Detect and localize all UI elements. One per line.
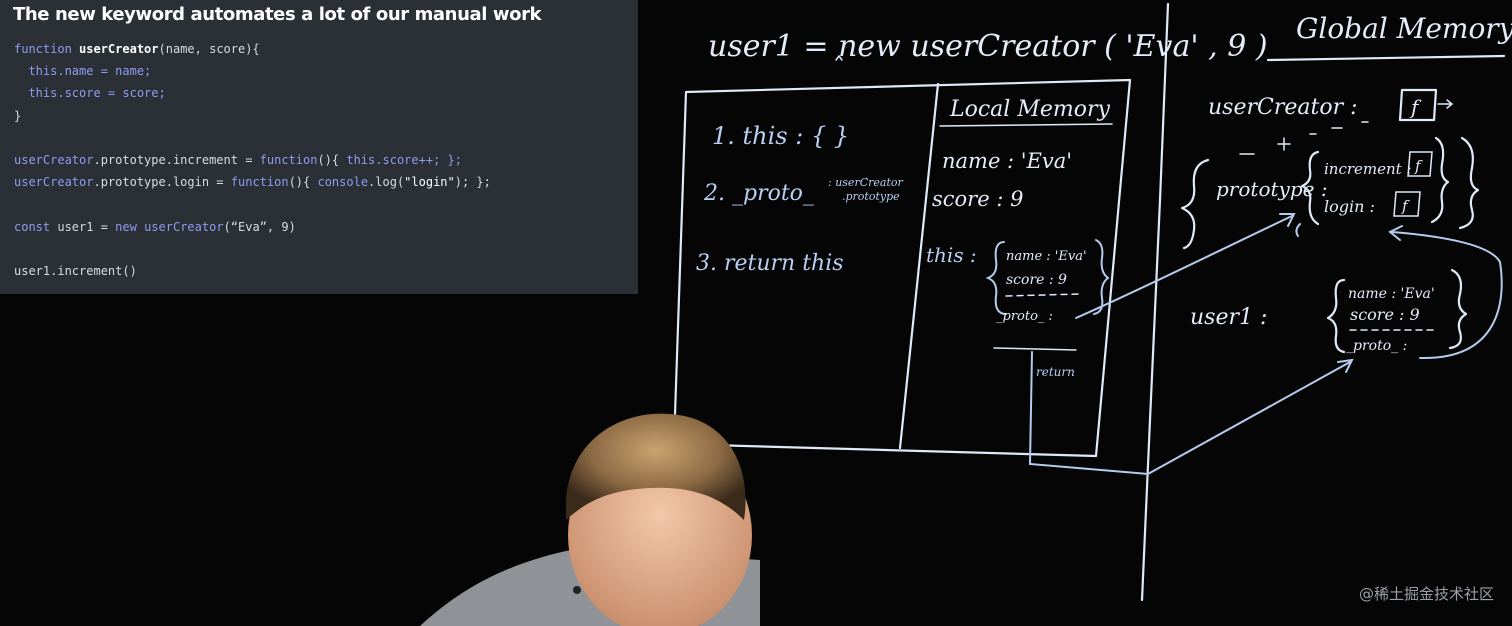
code-token: } [14,108,22,123]
object-dash [1005,293,1081,297]
login-f: f [1401,197,1410,215]
user1-left-brace [1326,278,1346,354]
object-score: score : 9 [1006,272,1067,288]
code-token: .prototype.increment = [93,153,260,168]
local-name: name : 'Eva' [942,149,1072,173]
code-token: userCreator [14,175,94,190]
step-2-note-2: .prototype [842,190,900,203]
step-2: 2. _proto_ [703,181,814,206]
user1-proto-arrowhead [1388,225,1403,241]
prototype-inner-left-brace [1300,150,1320,226]
user1-name: name : 'Eva' [1348,286,1435,302]
local-underline [939,123,1113,127]
object-proto: _proto_ : [996,309,1053,324]
prototype-outer-left-brace [1180,158,1210,250]
global-user1: user1 : [1190,305,1267,330]
code-token: (name, score){ [158,42,260,56]
step-3: 3. return this [696,251,844,276]
prototype-inner-right-brace [1430,136,1450,224]
proto-arrowhead [1279,213,1296,227]
code-token: .score = score; [57,86,166,101]
code-token: "login" [404,175,455,190]
execution-context-box [672,78,1132,458]
usercreator-arrow [1437,99,1454,109]
return-arrow [1028,351,1351,476]
return-line [993,347,1077,351]
global-usercreator: userCreator : [1208,95,1358,120]
code-token: user1 = [50,219,116,234]
code-token: userCreator [14,153,94,168]
code-token: this [346,153,376,168]
slide-title: The new keyword automates a lot of our m… [13,4,542,25]
call-line: user1 = new userCreator ( 'Eva' , 9 ) [708,29,1268,64]
code-token: userCreator [79,42,159,56]
caret-mark [835,54,843,61]
global-login: login : [1324,197,1375,216]
code-token: function [259,153,318,168]
object-name: name : 'Eva' [1006,249,1087,264]
user1-score: score : 9 [1350,305,1420,324]
step-1: 1. this : { } [712,122,849,150]
prototype-outer-right-brace [1458,136,1480,230]
code-token: function [230,175,289,190]
increment-function-box [1407,151,1433,177]
usercreator-f: f [1409,95,1422,119]
step-2-note-1: : userCreator [828,176,903,189]
code-token: .prototype.login = [93,175,231,190]
object-right-brace [1093,239,1110,315]
code-token: (“Eva”, 9) [223,219,296,234]
code-token: .name = name; [57,64,152,79]
local-divider [898,82,940,450]
presenter [420,413,760,626]
usercreator-function-box [1398,88,1438,122]
code-token: new [115,219,137,234]
code-token: this [28,86,58,101]
code-slide: The new keyword automates a lot of our m… [0,0,638,294]
code-token: (){ [288,175,318,190]
code-token: (){ [317,153,347,168]
code-token: userCreator [136,219,224,234]
user1-proto-arrow [1391,231,1503,360]
increment-f: f [1414,157,1423,175]
global-increment: increment : [1324,160,1412,178]
link-dashes [1239,121,1369,155]
code-token: user1.increment() [14,264,137,279]
user1-right-brace [1448,268,1468,350]
proto-tick [1295,223,1301,237]
code-token: console [317,175,369,190]
login-function-box [1393,191,1421,217]
code-token: const [14,219,51,234]
code-block: function userCreator(name, score){ this.… [14,38,491,282]
return-arrowhead [1337,358,1354,373]
user1-proto: _proto_ : [1346,338,1407,354]
code-token: this [28,64,58,79]
local-score: score : 9 [932,187,1023,211]
global-underline [1266,54,1506,62]
proto-arrow [1075,215,1293,319]
code-token: function [14,42,72,56]
local-this: this : [926,243,977,267]
watermark: @稀土掘金技术社区 [1358,585,1494,603]
object-left-brace [985,241,1007,315]
local-memory-label: Local Memory [949,97,1110,122]
code-token: .log( [368,175,405,190]
return-label: return [1036,365,1075,379]
global-divider [1140,2,1170,602]
code-token: ); }; [454,175,491,190]
code-token: .score++; }; [375,153,462,168]
global-memory-label: Global Memory [1296,12,1512,45]
